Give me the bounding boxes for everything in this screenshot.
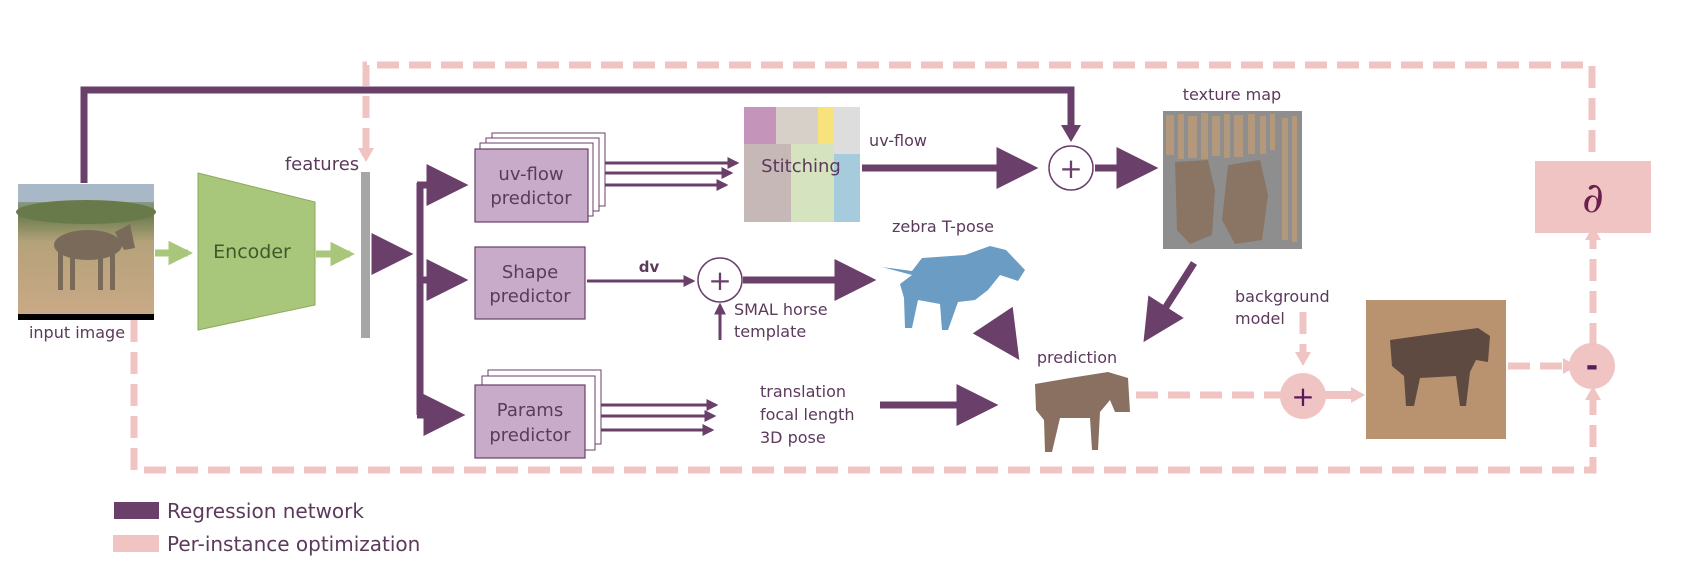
composite-plus-node <box>1280 373 1326 419</box>
features-label: features <box>285 154 359 175</box>
arrow-to-features <box>358 148 374 162</box>
composite-plus-symbol: + <box>1291 380 1314 413</box>
texture-map-label: texture map <box>1183 85 1281 104</box>
shape-plus-node <box>697 257 743 303</box>
features-bar <box>361 172 370 338</box>
gradient-symbol: ∂ <box>1582 173 1604 222</box>
arrow-bg-down <box>1295 352 1311 366</box>
stitching-tile-blue <box>834 154 860 222</box>
stitching-tile-green <box>791 144 834 222</box>
plus-to-render-stub <box>1318 391 1354 399</box>
texture-to-prediction <box>1143 261 1197 343</box>
stitching-grid <box>744 107 860 222</box>
opt-bottom-line <box>130 320 1597 474</box>
arrow-to-render <box>1351 387 1365 403</box>
background-model-line2: model <box>1235 309 1285 328</box>
legend: Regression network Per-instance optimiza… <box>113 499 420 556</box>
stitching-label: Stitching <box>761 156 841 177</box>
gradient-box <box>1535 161 1651 233</box>
uvflow-predictor-line2: predictor <box>490 188 572 209</box>
difference-minus-node <box>1569 343 1615 389</box>
skip-arrowhead <box>1061 125 1081 142</box>
background-model-line1: background <box>1235 287 1330 306</box>
prediction-label: prediction <box>1037 348 1117 367</box>
skip-connection <box>80 86 1075 183</box>
shape-plus-symbol: + <box>708 264 731 297</box>
zebra-tpose-label: zebra T-pose <box>892 217 994 236</box>
optimization-loop <box>130 61 1597 474</box>
params-output-3d-pose: 3D pose <box>760 428 826 447</box>
dv-label: dv <box>639 258 660 276</box>
stitching-tile-lightgray <box>834 107 860 154</box>
stitching-tile-beige <box>776 107 818 144</box>
shape-predictor-line1: Shape <box>502 262 558 283</box>
params-predictor-line2: predictor <box>489 425 571 446</box>
uvflow-predictor: uv-flow predictor <box>474 132 606 223</box>
input-image <box>16 184 156 320</box>
params-predictor-line1: Params <box>497 400 563 421</box>
shape-predictor: Shape predictor <box>474 246 586 320</box>
difference-minus-symbol: - <box>1586 349 1598 384</box>
prediction-image <box>1035 372 1130 452</box>
legend-swatch-regression <box>114 502 159 519</box>
params-output-translation: translation <box>760 382 846 401</box>
encoder-block <box>197 172 316 331</box>
texture-plus-symbol: + <box>1059 152 1082 185</box>
texture-plus-node <box>1048 145 1094 191</box>
opt-top-line <box>362 61 1596 160</box>
arrow-minus-from-below <box>1585 386 1601 400</box>
stitching-tile-yellow <box>818 107 834 144</box>
texture-map-image <box>1163 111 1302 249</box>
shape-predictor-line2: predictor <box>489 286 571 307</box>
legend-label-regression: Regression network <box>167 499 364 523</box>
stitching-tile-mauve <box>744 144 791 222</box>
smal-template-line1: SMAL horse <box>734 300 828 319</box>
legend-label-optimization: Per-instance optimization <box>167 532 420 556</box>
rendered-composite-image <box>1366 300 1506 439</box>
regression-connections <box>80 86 1197 436</box>
zebra-tpose-mesh <box>882 246 1025 330</box>
params-predictor: Params predictor <box>474 369 602 459</box>
encoder-label: Encoder <box>213 241 291 263</box>
params-output-focal-length: focal length <box>760 405 855 424</box>
smal-template-line2: template <box>734 322 806 341</box>
legend-swatch-optimization <box>113 535 159 552</box>
uvflow-predictor-line1: uv-flow <box>498 164 563 185</box>
tpose-to-prediction <box>972 306 1020 360</box>
stitching-tile-purple <box>744 107 776 144</box>
input-image-label: input image <box>29 323 125 342</box>
uvflow-label: uv-flow <box>869 131 927 150</box>
